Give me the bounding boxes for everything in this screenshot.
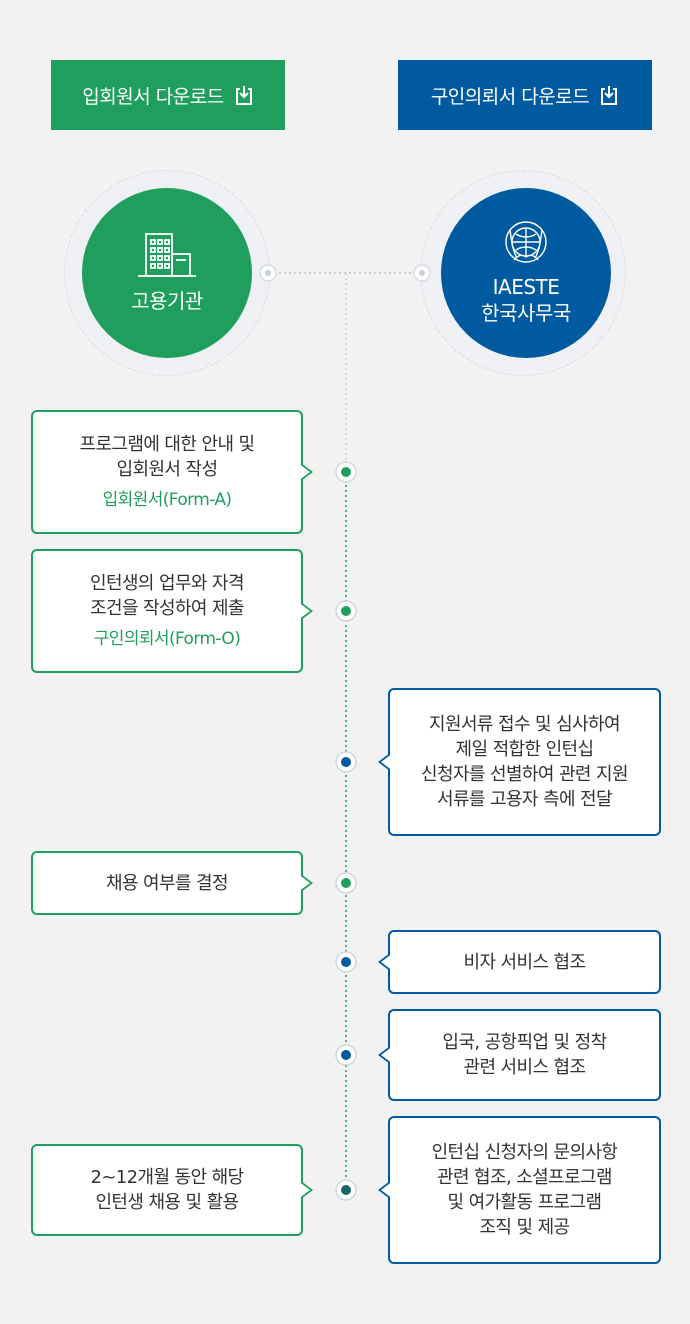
job-offer-download-button[interactable]: 구인의뢰서 다운로드 [398,60,652,130]
step-text-line: 지원서류 접수 및 심사하여 [429,714,621,735]
step-text-line: 및 여가활동 프로그램 [447,1192,602,1213]
form-reference: 구인의뢰서(Form-O) [93,628,241,649]
step-text-line: 인턴생의 업무와 자격 [90,572,244,594]
timeline-dot-core [341,606,351,616]
step-text-line: 인턴생 채용 및 활용 [95,1192,239,1213]
timeline-dot-core [341,878,351,888]
step-box: 지원서류 접수 및 심사하여 제일 적합한 인턴십 신청자를 선별하여 관련 지… [378,688,661,836]
step-text-line: 프로그램에 대한 안내 및 [79,433,256,455]
iaeste-label-line2: 한국사무국 [481,301,571,325]
building-icon [136,232,198,278]
application-download-button[interactable]: 입회원서 다운로드 [51,60,285,130]
step-text-line: 채용 여부를 결정 [106,872,229,894]
step-text-line: 입회원서 작성 [116,458,218,480]
download-icon [599,84,619,106]
step-text-line: 조건을 작성하여 제출 [90,597,244,619]
form-reference: 입회원서(Form-A) [102,489,232,510]
step-text-line: 2~12개월 동안 해당 [90,1167,244,1188]
step-text-line: 제일 적합한 인턴십 [455,739,595,760]
step-text-line: 입국, 공항픽업 및 정착 [442,1032,607,1053]
step-text-line: 인턴십 신청자의 문의사항 [431,1142,618,1163]
employer-label: 고용기관 [131,289,203,313]
step-box: 2~12개월 동안 해당 인턴생 채용 및 활용 [31,1144,313,1236]
step-box: 프로그램에 대한 안내 및 입회원서 작성 입회원서(Form-A) [31,410,313,534]
job-offer-download-label: 구인의뢰서 다운로드 [430,85,590,108]
step-text-line: 비자 서비스 협조 [463,951,587,973]
step-text-line: 조직 및 제공 [479,1217,570,1238]
employer-circle: 고용기관 [82,188,252,358]
step-box: 인턴생의 업무와 자격 조건을 작성하여 제출 구인의뢰서(Form-O) [31,549,313,673]
step-box: 인턴십 신청자의 문의사항 관련 협조, 소셜프로그램 및 여가활동 프로그램 … [378,1116,661,1264]
application-download-label: 입회원서 다운로드 [82,85,224,108]
iaeste-logo [504,220,548,266]
step-text-line: 관련 서비스 협조 [463,1057,587,1078]
step-text-line: 서류를 고용자 측에 전달 [437,789,613,810]
step-box: 비자 서비스 협조 [378,930,661,994]
iaeste-label-line1: IAESTE [492,275,560,299]
download-icon [234,84,254,106]
step-box: 채용 여부를 결정 [31,851,313,915]
step-text-line: 신청자를 선별하여 관련 지원 [421,764,628,785]
step-box: 입국, 공항픽업 및 정착 관련 서비스 협조 [378,1009,661,1101]
timeline-dot-core [341,757,351,767]
timeline-dot-core [341,1050,351,1060]
iaeste-circle: IAESTE 한국사무국 [441,188,611,358]
timeline-dot-core [341,467,351,477]
timeline-dot-core [341,957,351,967]
timeline-dot-core [341,1185,351,1195]
step-text-line: 관련 협조, 소셜프로그램 [437,1167,613,1188]
